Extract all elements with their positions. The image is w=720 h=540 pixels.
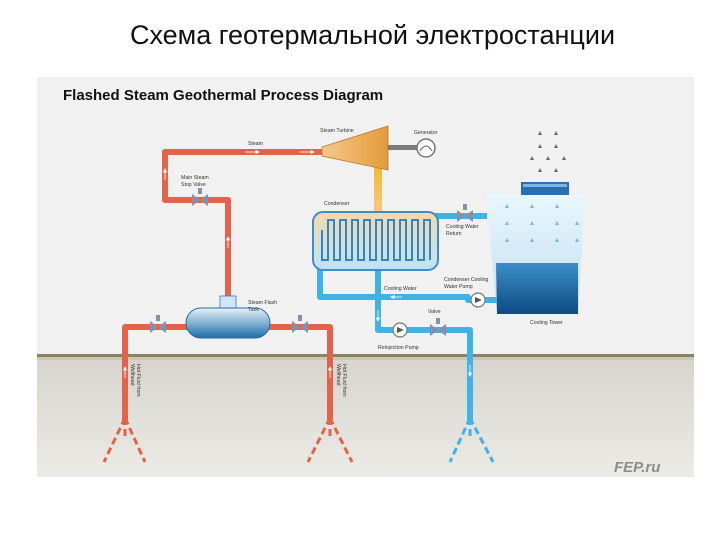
wellhead-valve-left (150, 315, 166, 333)
label-cooling-water-return-1: Cooling Water (446, 224, 479, 230)
label-condenser: Condenser (324, 201, 350, 207)
production-well-left (102, 417, 147, 463)
turbine-drain (374, 160, 382, 214)
label-well-1b: Wellhead (129, 364, 135, 386)
condenser (312, 211, 439, 271)
ground-line (37, 354, 694, 357)
label-well-1a: Hot Fluid from (135, 364, 141, 397)
cooling-water-return-valve (457, 204, 473, 222)
label-valve: Valve (428, 309, 441, 315)
label-cooling-tower: Cooling Tower (530, 320, 563, 326)
label-steam-turbine: Steam Turbine (320, 128, 354, 134)
steam-flash-tank (185, 295, 271, 339)
label-condenser-pump-1: Condenser Cooling (444, 277, 489, 283)
label-well-2b: Wellhead (335, 364, 341, 386)
ground (37, 357, 694, 477)
reinjection-pump (392, 322, 408, 338)
label-generator: Generator (414, 130, 438, 136)
label-flash-tank-1: Steam Flash (248, 300, 277, 306)
diagram-title: Flashed Steam Geothermal Process Diagram (63, 87, 384, 104)
main-steam-stop-valve (192, 188, 208, 206)
label-main-steam-2: Stop Valve (181, 182, 206, 188)
reinjection-valve (430, 318, 446, 336)
flow-arrows (122, 149, 473, 378)
steam-pipes (122, 149, 333, 420)
label-condenser-pump-2: Water Pump (444, 284, 473, 290)
label-reinjection-pump: Reinjection Pump (378, 345, 419, 351)
reinjection-well (448, 417, 495, 463)
label-well-2a: Hot Fluid from (341, 364, 347, 397)
label-main-steam-1: Main Steam (181, 175, 209, 181)
production-well-right (306, 417, 354, 463)
label-cooling-water-return-2: Return (446, 231, 462, 237)
wellhead-valve-right (292, 315, 308, 333)
label-cooling-water: Cooling Water (384, 286, 417, 292)
cooling-tower (486, 131, 585, 314)
slide-title: Схема геотермальной электростанции (129, 20, 616, 50)
label-flash-tank-2: Tank (248, 307, 259, 313)
label-steam: Steam (248, 141, 263, 147)
condenser-cooling-water-pump (470, 292, 486, 308)
watermark-logo: FEP.ru (614, 459, 660, 476)
generator (416, 138, 436, 158)
steam-turbine (321, 125, 418, 171)
